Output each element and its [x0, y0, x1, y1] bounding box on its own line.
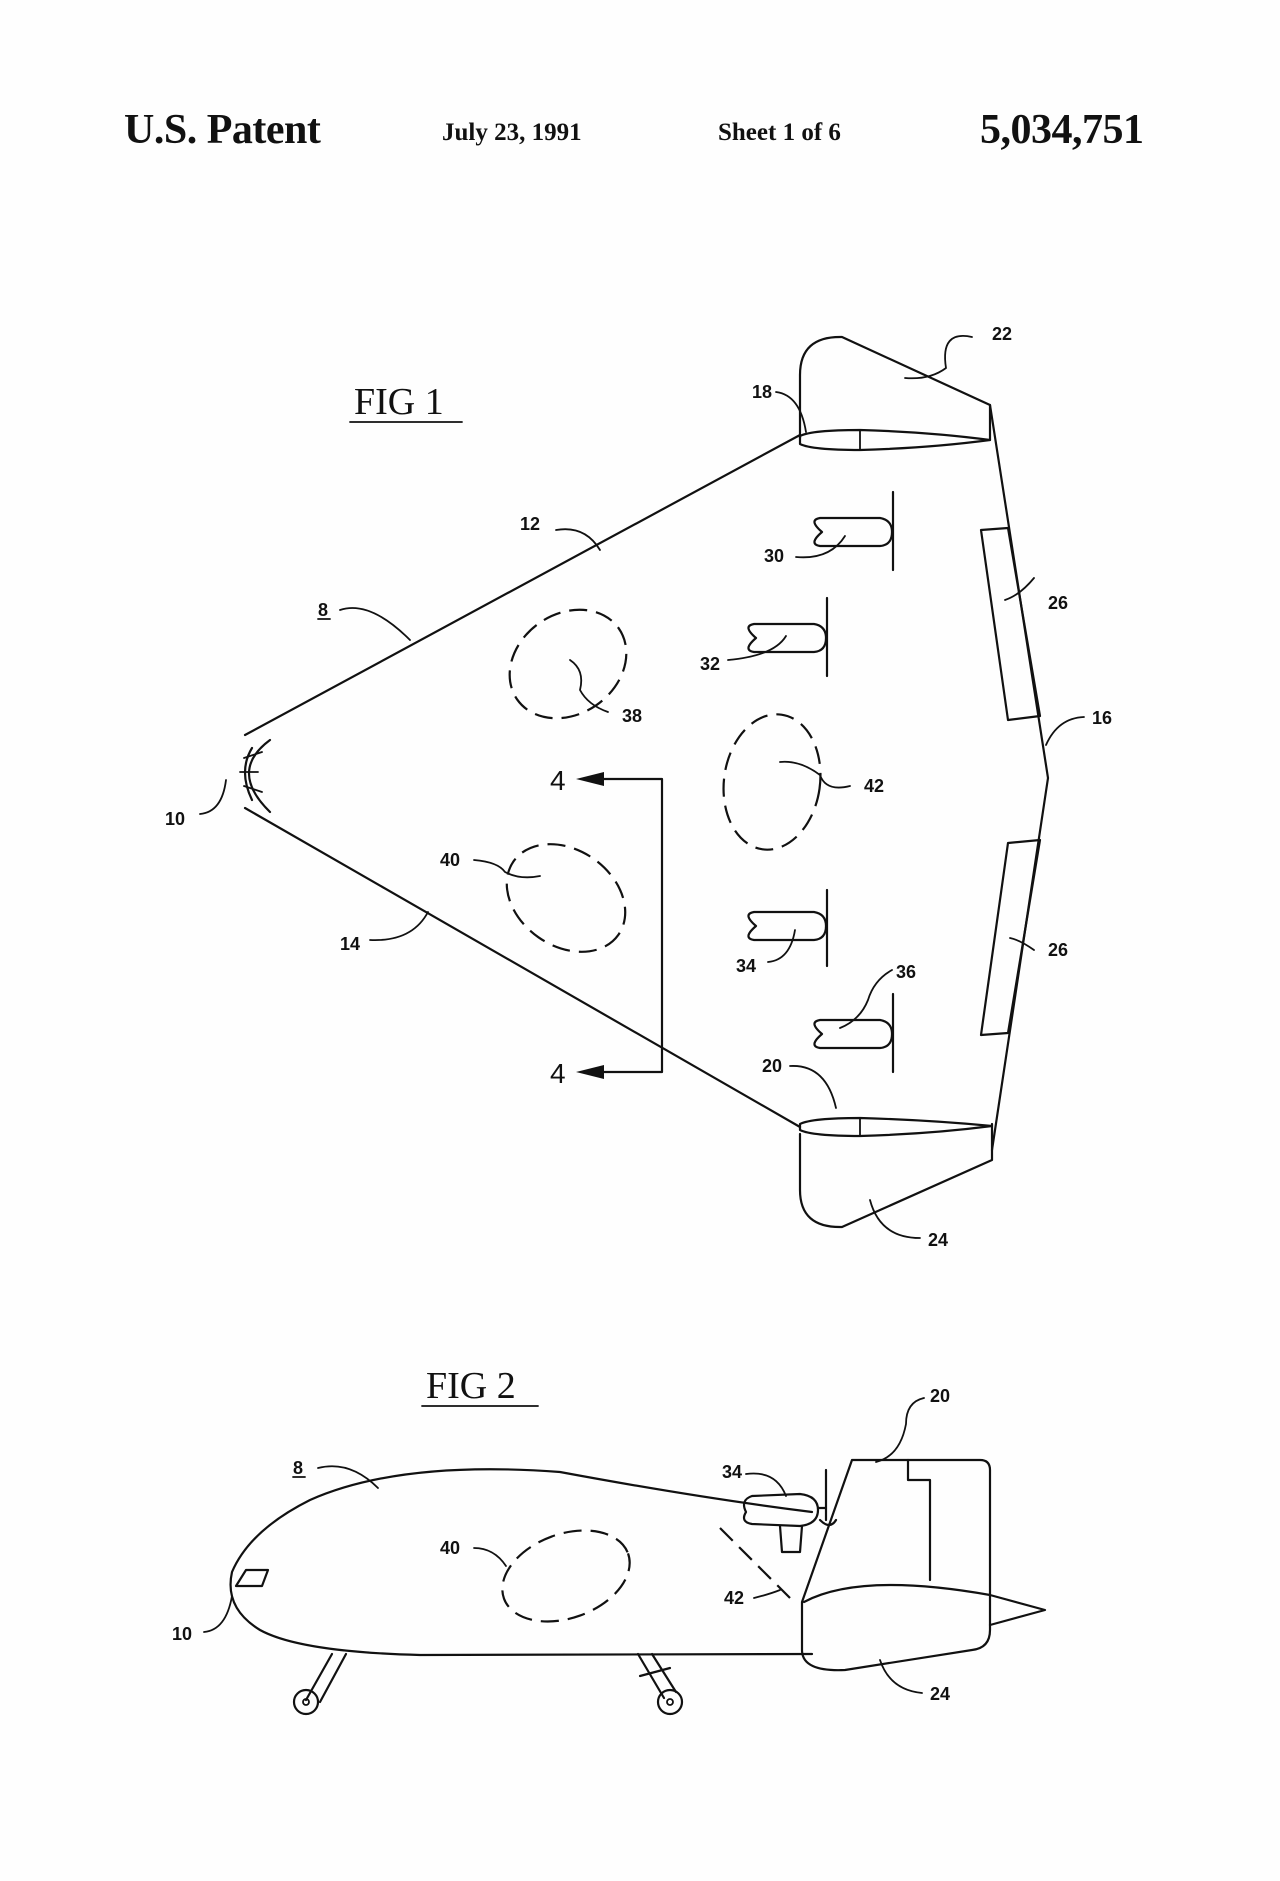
fig1-hidden-tank-42	[722, 713, 822, 851]
fig1-cockpit	[239, 738, 272, 814]
fig2-ref-40: 40	[440, 1538, 460, 1558]
fig1-drawing: FIG 1	[165, 324, 1112, 1250]
fig1-ref-16: 16	[1092, 708, 1112, 728]
fig1-elevon-upper	[979, 526, 1042, 722]
fig1-ref-18: 18	[752, 382, 772, 402]
fig1-ref-32: 32	[700, 654, 720, 674]
fig1-elevon-lower	[979, 838, 1042, 1037]
fig2-ref-20: 20	[930, 1386, 950, 1406]
fig1-ref-40: 40	[440, 850, 460, 870]
fig2-ref-24: 24	[930, 1684, 950, 1704]
fig2-landing-gear-rear	[636, 1652, 684, 1716]
fig2-landing-gear-front	[292, 1652, 348, 1716]
fig1-section-line	[576, 772, 664, 1079]
patent-header-sheet: Sheet 1 of 6	[718, 119, 841, 146]
fig1-hidden-tank-40	[505, 843, 627, 953]
fig2-engine-34	[742, 1468, 838, 1554]
fig2-ref-34: 34	[722, 1462, 742, 1482]
fig2-drawing: FIG 2	[172, 1365, 1047, 1716]
fig2-ref-42: 42	[724, 1588, 744, 1608]
patent-header-title: U.S. Patent	[124, 107, 321, 153]
fig1-ref-34: 34	[736, 956, 756, 976]
fig1-lower-fin	[798, 1116, 994, 1229]
fig1-leader-lines	[199, 335, 1085, 1239]
fig1-ref-36: 36	[896, 962, 916, 982]
fig1-engine-34	[747, 888, 829, 968]
fig1-ref-20: 20	[762, 1056, 782, 1076]
patent-header-number: 5,034,751	[980, 107, 1144, 153]
fig2-hidden-tank-40	[501, 1529, 631, 1623]
fig1-upper-fin	[798, 335, 992, 452]
fig2-hidden-tank-42	[719, 1527, 793, 1601]
fig1-engine-30	[813, 490, 895, 572]
fig2-leader-lines	[203, 1397, 925, 1694]
fig1-ref-12: 12	[520, 514, 540, 534]
fig1-ref-26-lower: 26	[1048, 940, 1068, 960]
fig1-ref-38: 38	[622, 706, 642, 726]
fig1-ref-30: 30	[764, 546, 784, 566]
fig1-section-label-bottom: 4	[550, 1058, 566, 1089]
fig2-ref-8: 8	[293, 1458, 303, 1478]
fig1-ref-26-upper: 26	[1048, 593, 1068, 613]
fig2-cockpit-window	[234, 1568, 270, 1588]
fig1-ref-42: 42	[864, 776, 884, 796]
fig1-ref-10: 10	[165, 809, 185, 829]
patent-header-date: July 23, 1991	[442, 119, 582, 146]
fig1-leading-edges	[243, 433, 802, 1129]
fig2-fin	[800, 1458, 1047, 1672]
fig2-ref-10: 10	[172, 1624, 192, 1644]
fig1-engine-36	[813, 992, 895, 1074]
fig1-ref-22: 22	[992, 324, 1012, 344]
fig1-engine-32	[747, 596, 829, 678]
fig1-ref-8: 8	[318, 600, 328, 620]
fig1-trailing-edge	[988, 403, 1050, 1152]
fig1-ref-24: 24	[928, 1230, 948, 1250]
fig1-title: FIG 1	[354, 381, 444, 423]
fig2-fuselage	[229, 1468, 814, 1657]
fig2-title: FIG 2	[426, 1365, 516, 1407]
fig1-hidden-tank-38	[508, 608, 628, 720]
fig1-section-label-top: 4	[550, 765, 566, 796]
fig1-ref-14: 14	[340, 934, 360, 954]
